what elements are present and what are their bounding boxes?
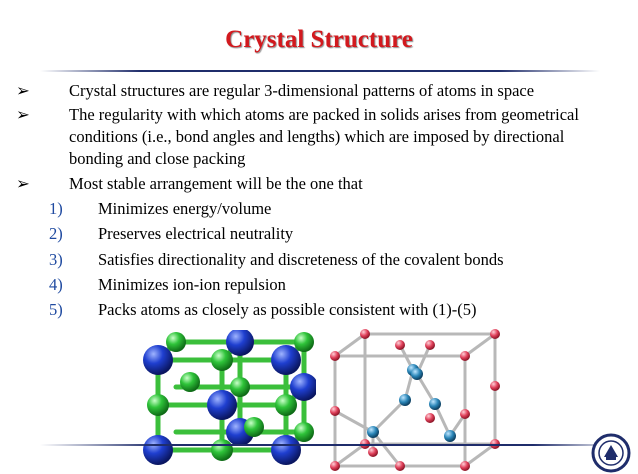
arrowhead-bullet-icon: ➢ <box>16 105 30 124</box>
item-number: 4) <box>49 275 63 294</box>
arrowhead-bullet-icon: ➢ <box>16 81 30 100</box>
university-seal-icon <box>591 433 631 473</box>
item-text: Satisfies directionality and discretenes… <box>98 250 504 269</box>
slide-title: Crystal Structure <box>225 26 413 53</box>
item-text: Minimizes energy/volume <box>98 199 272 218</box>
bullet-text: conditions (i.e., bond angles and length… <box>69 127 565 146</box>
item-text: Minimizes ion-ion repulsion <box>98 275 286 294</box>
arrowhead-bullet-icon: ➢ <box>16 174 30 193</box>
diamond-cubic-unit-cell-icon <box>330 329 500 471</box>
item-number: 3) <box>49 250 63 269</box>
item-text: Packs atoms as closely as possible consi… <box>98 300 477 319</box>
ionic-crystal-lattice-model-icon <box>143 330 316 465</box>
bullet-text: The regularity with which atoms are pack… <box>69 105 579 124</box>
bullet-text: Most stable arrangement will be the one … <box>69 174 363 193</box>
footer-divider <box>40 444 620 446</box>
item-number: 5) <box>49 300 63 319</box>
item-text: Preserves electrical neutrality <box>98 224 294 243</box>
item-number: 2) <box>49 224 63 243</box>
bullet-text: bonding and close packing <box>69 149 246 168</box>
bullet-text: Crystal structures are regular 3-dimensi… <box>69 81 535 100</box>
item-number: 1) <box>49 199 63 218</box>
title-divider <box>40 70 600 72</box>
